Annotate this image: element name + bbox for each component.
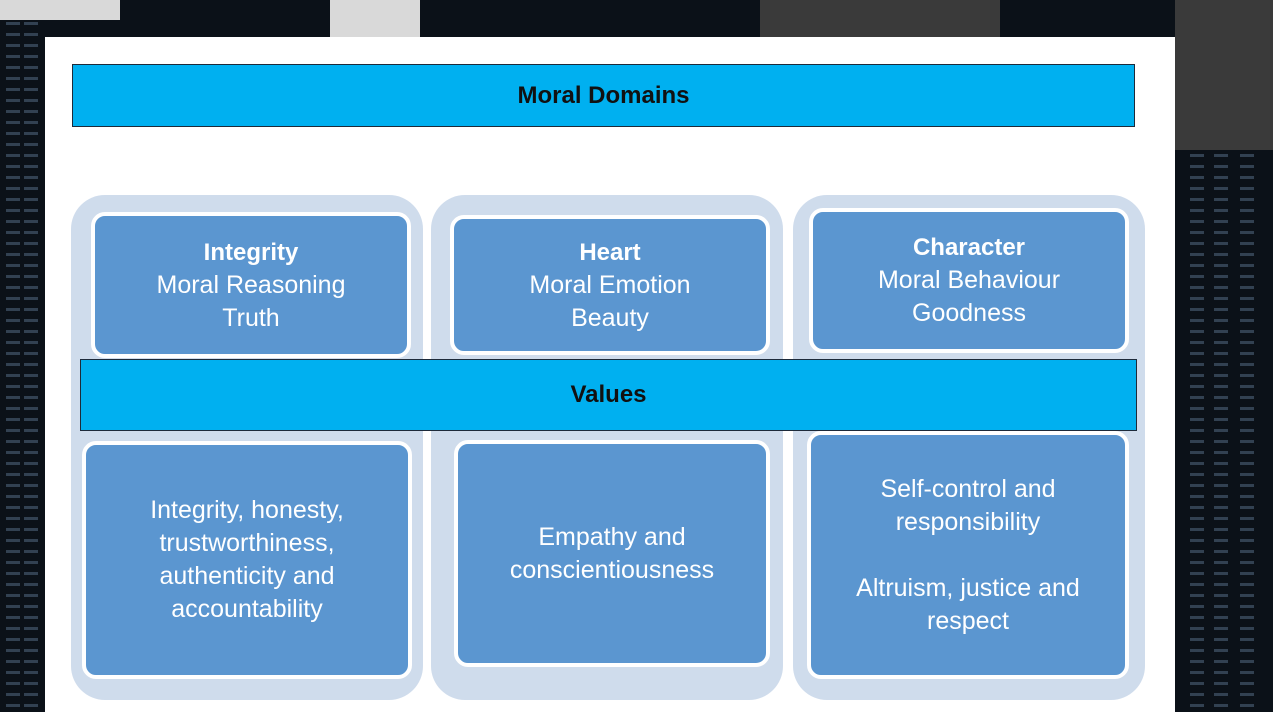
value-box-heart: Empathy and conscientiousness xyxy=(454,440,770,667)
domain-line: Goodness xyxy=(912,299,1026,327)
value-line: Altruism, justice and xyxy=(856,573,1080,602)
value-line: trustworthiness, xyxy=(159,529,335,557)
background-paper xyxy=(0,0,120,20)
domain-line: Beauty xyxy=(571,303,649,332)
slide: Moral Domains Integrity Moral Reasoning … xyxy=(45,37,1175,712)
domain-heading: Integrity xyxy=(203,238,299,266)
value-line: Integrity, honesty, xyxy=(150,496,344,524)
value-box-character: Self-control and responsibility Altruism… xyxy=(807,431,1129,679)
value-line: Empathy and xyxy=(538,522,686,551)
value-line: accountability xyxy=(171,595,323,623)
background-texture xyxy=(6,0,20,712)
value-line: conscientiousness xyxy=(509,555,715,584)
background-shard xyxy=(760,0,1000,37)
background-paper xyxy=(330,0,420,37)
values-title: Values xyxy=(570,381,647,408)
domain-line: Moral Behaviour xyxy=(877,266,1061,294)
value-line: respect xyxy=(927,606,1009,635)
value-line: responsibility xyxy=(895,507,1041,536)
domain-box-heart: Heart Moral Emotion Beauty xyxy=(450,215,770,355)
domain-box-integrity: Integrity Moral Reasoning Truth xyxy=(91,212,411,358)
moral-domains-title-bar: Moral Domains xyxy=(72,64,1135,127)
domain-box-character: Character Moral Behaviour Goodness xyxy=(809,208,1129,353)
background-shard xyxy=(1175,0,1273,150)
moral-domains-title: Moral Domains xyxy=(517,81,690,109)
background-texture xyxy=(1214,0,1228,712)
values-bar: Values xyxy=(80,359,1137,431)
domain-heading: Character xyxy=(912,234,1026,261)
domain-line: Moral Reasoning xyxy=(156,270,346,299)
domain-line: Truth xyxy=(222,303,280,332)
domain-heading: Heart xyxy=(579,238,641,266)
value-line: Self-control and xyxy=(880,474,1056,503)
value-box-integrity: Integrity, honesty, trustworthiness, aut… xyxy=(82,441,412,679)
domain-line: Moral Emotion xyxy=(529,270,691,299)
value-line: authenticity and xyxy=(159,562,335,590)
background-texture xyxy=(1240,0,1254,712)
background-texture xyxy=(1190,0,1204,712)
background-texture xyxy=(24,0,38,712)
